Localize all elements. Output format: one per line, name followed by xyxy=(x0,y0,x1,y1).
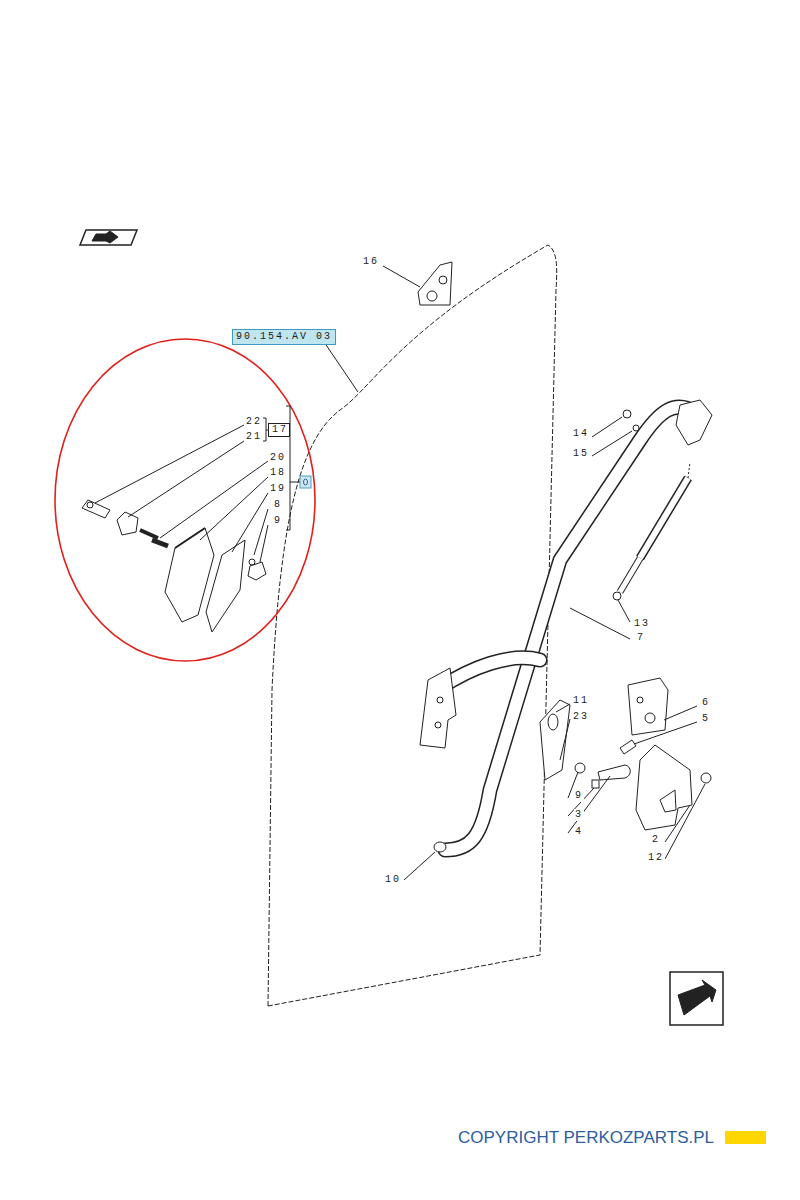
callout-number: 15 xyxy=(572,448,590,460)
callout-number: 21 xyxy=(245,431,263,443)
callout-number: 13 xyxy=(633,618,651,630)
callout-number: 3 xyxy=(574,809,584,821)
callout-number: 19 xyxy=(269,483,287,495)
box-text: 90.154.AV 03 xyxy=(236,331,332,342)
callout-number: 23 xyxy=(572,711,590,723)
callout-number: 8 xyxy=(273,499,283,511)
callout-number: 16 xyxy=(362,256,380,268)
callout-number: 6 xyxy=(701,697,711,709)
watermark: COPYRIGHT PERKOZPARTS.PL xyxy=(457,1132,715,1144)
callout-number: 7 xyxy=(636,632,646,644)
callout-number: 9 xyxy=(273,515,283,527)
group-box: 17 xyxy=(268,423,290,437)
callout-number: 20 xyxy=(269,452,287,464)
callout-number: 14 xyxy=(572,428,590,440)
color-bar xyxy=(725,1131,766,1144)
reference-box: 90.154.AV 03 xyxy=(232,329,336,345)
callout-number: 5 xyxy=(701,713,711,725)
callout-number: 18 xyxy=(269,467,287,479)
box-text: 17 xyxy=(272,424,288,435)
callout-number: 10 xyxy=(384,874,402,886)
callout-number: 4 xyxy=(574,826,584,838)
callout-number: 12 xyxy=(647,852,665,864)
callout-number: 9 xyxy=(574,790,584,802)
callout-number: 11 xyxy=(572,695,590,707)
callout-number: 22 xyxy=(245,416,263,428)
callout-number: 2 xyxy=(651,834,661,846)
